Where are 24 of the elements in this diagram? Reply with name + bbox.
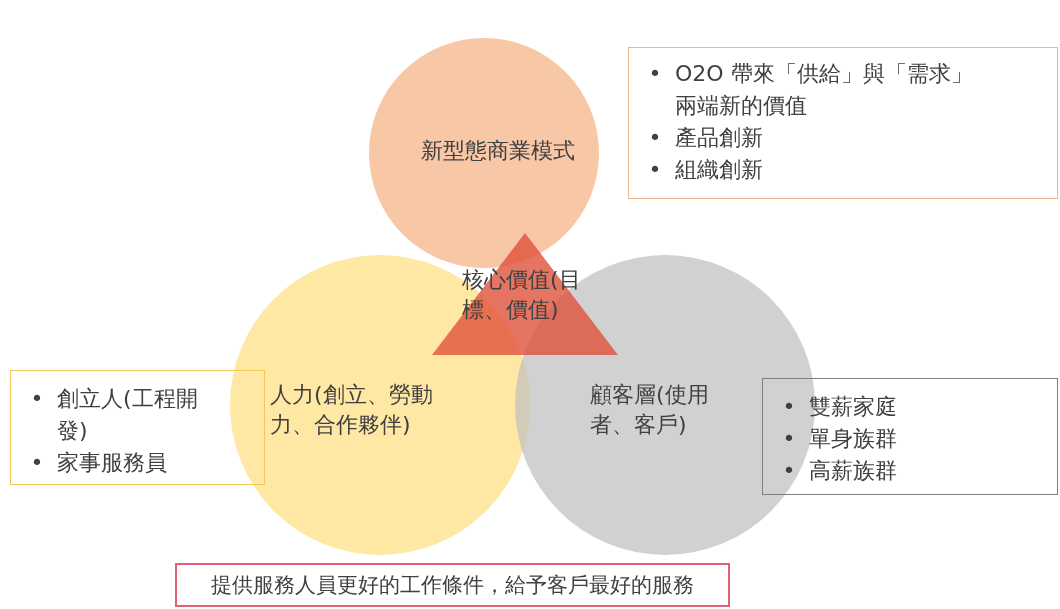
bullet-mark: • xyxy=(781,424,797,453)
bullet-mark: • xyxy=(647,60,663,88)
bullet-mark: • xyxy=(781,393,797,421)
bullet-mark: • xyxy=(29,448,45,477)
text-box xyxy=(175,563,730,607)
bullet-item: 家事服務員 xyxy=(57,448,168,477)
bullet-item: 高薪族群 xyxy=(809,456,898,485)
bullet-mark: • xyxy=(647,155,663,184)
bullet-list-box xyxy=(628,47,1058,199)
bullet-item: 組織創新 xyxy=(675,155,764,184)
circle-label: 顧客層(使用者、客戶) xyxy=(590,381,710,439)
bullet-item: 創立人(工程開發) xyxy=(57,385,199,445)
bullet-mark: • xyxy=(29,385,45,413)
bullet-item: 單身族群 xyxy=(809,424,898,453)
bullet-item: 產品創新 xyxy=(675,123,764,152)
bullet-list-box xyxy=(10,370,265,485)
note-text: 提供服務人員更好的工作條件，給予客戶最好的服務 xyxy=(211,572,694,599)
bullet-mark: • xyxy=(647,123,663,152)
circle-label: 新型態商業模式 xyxy=(421,137,576,165)
bullet-mark: • xyxy=(781,456,797,485)
bullet-item: 雙薪家庭 xyxy=(809,393,898,421)
circle-label: 人力(創立、勞動力、合作夥伴) xyxy=(270,381,434,439)
bullet-item: O2O 帶來「供給」與「需求」兩端新的價值 xyxy=(675,60,974,120)
bullet-list-box xyxy=(762,378,1058,495)
